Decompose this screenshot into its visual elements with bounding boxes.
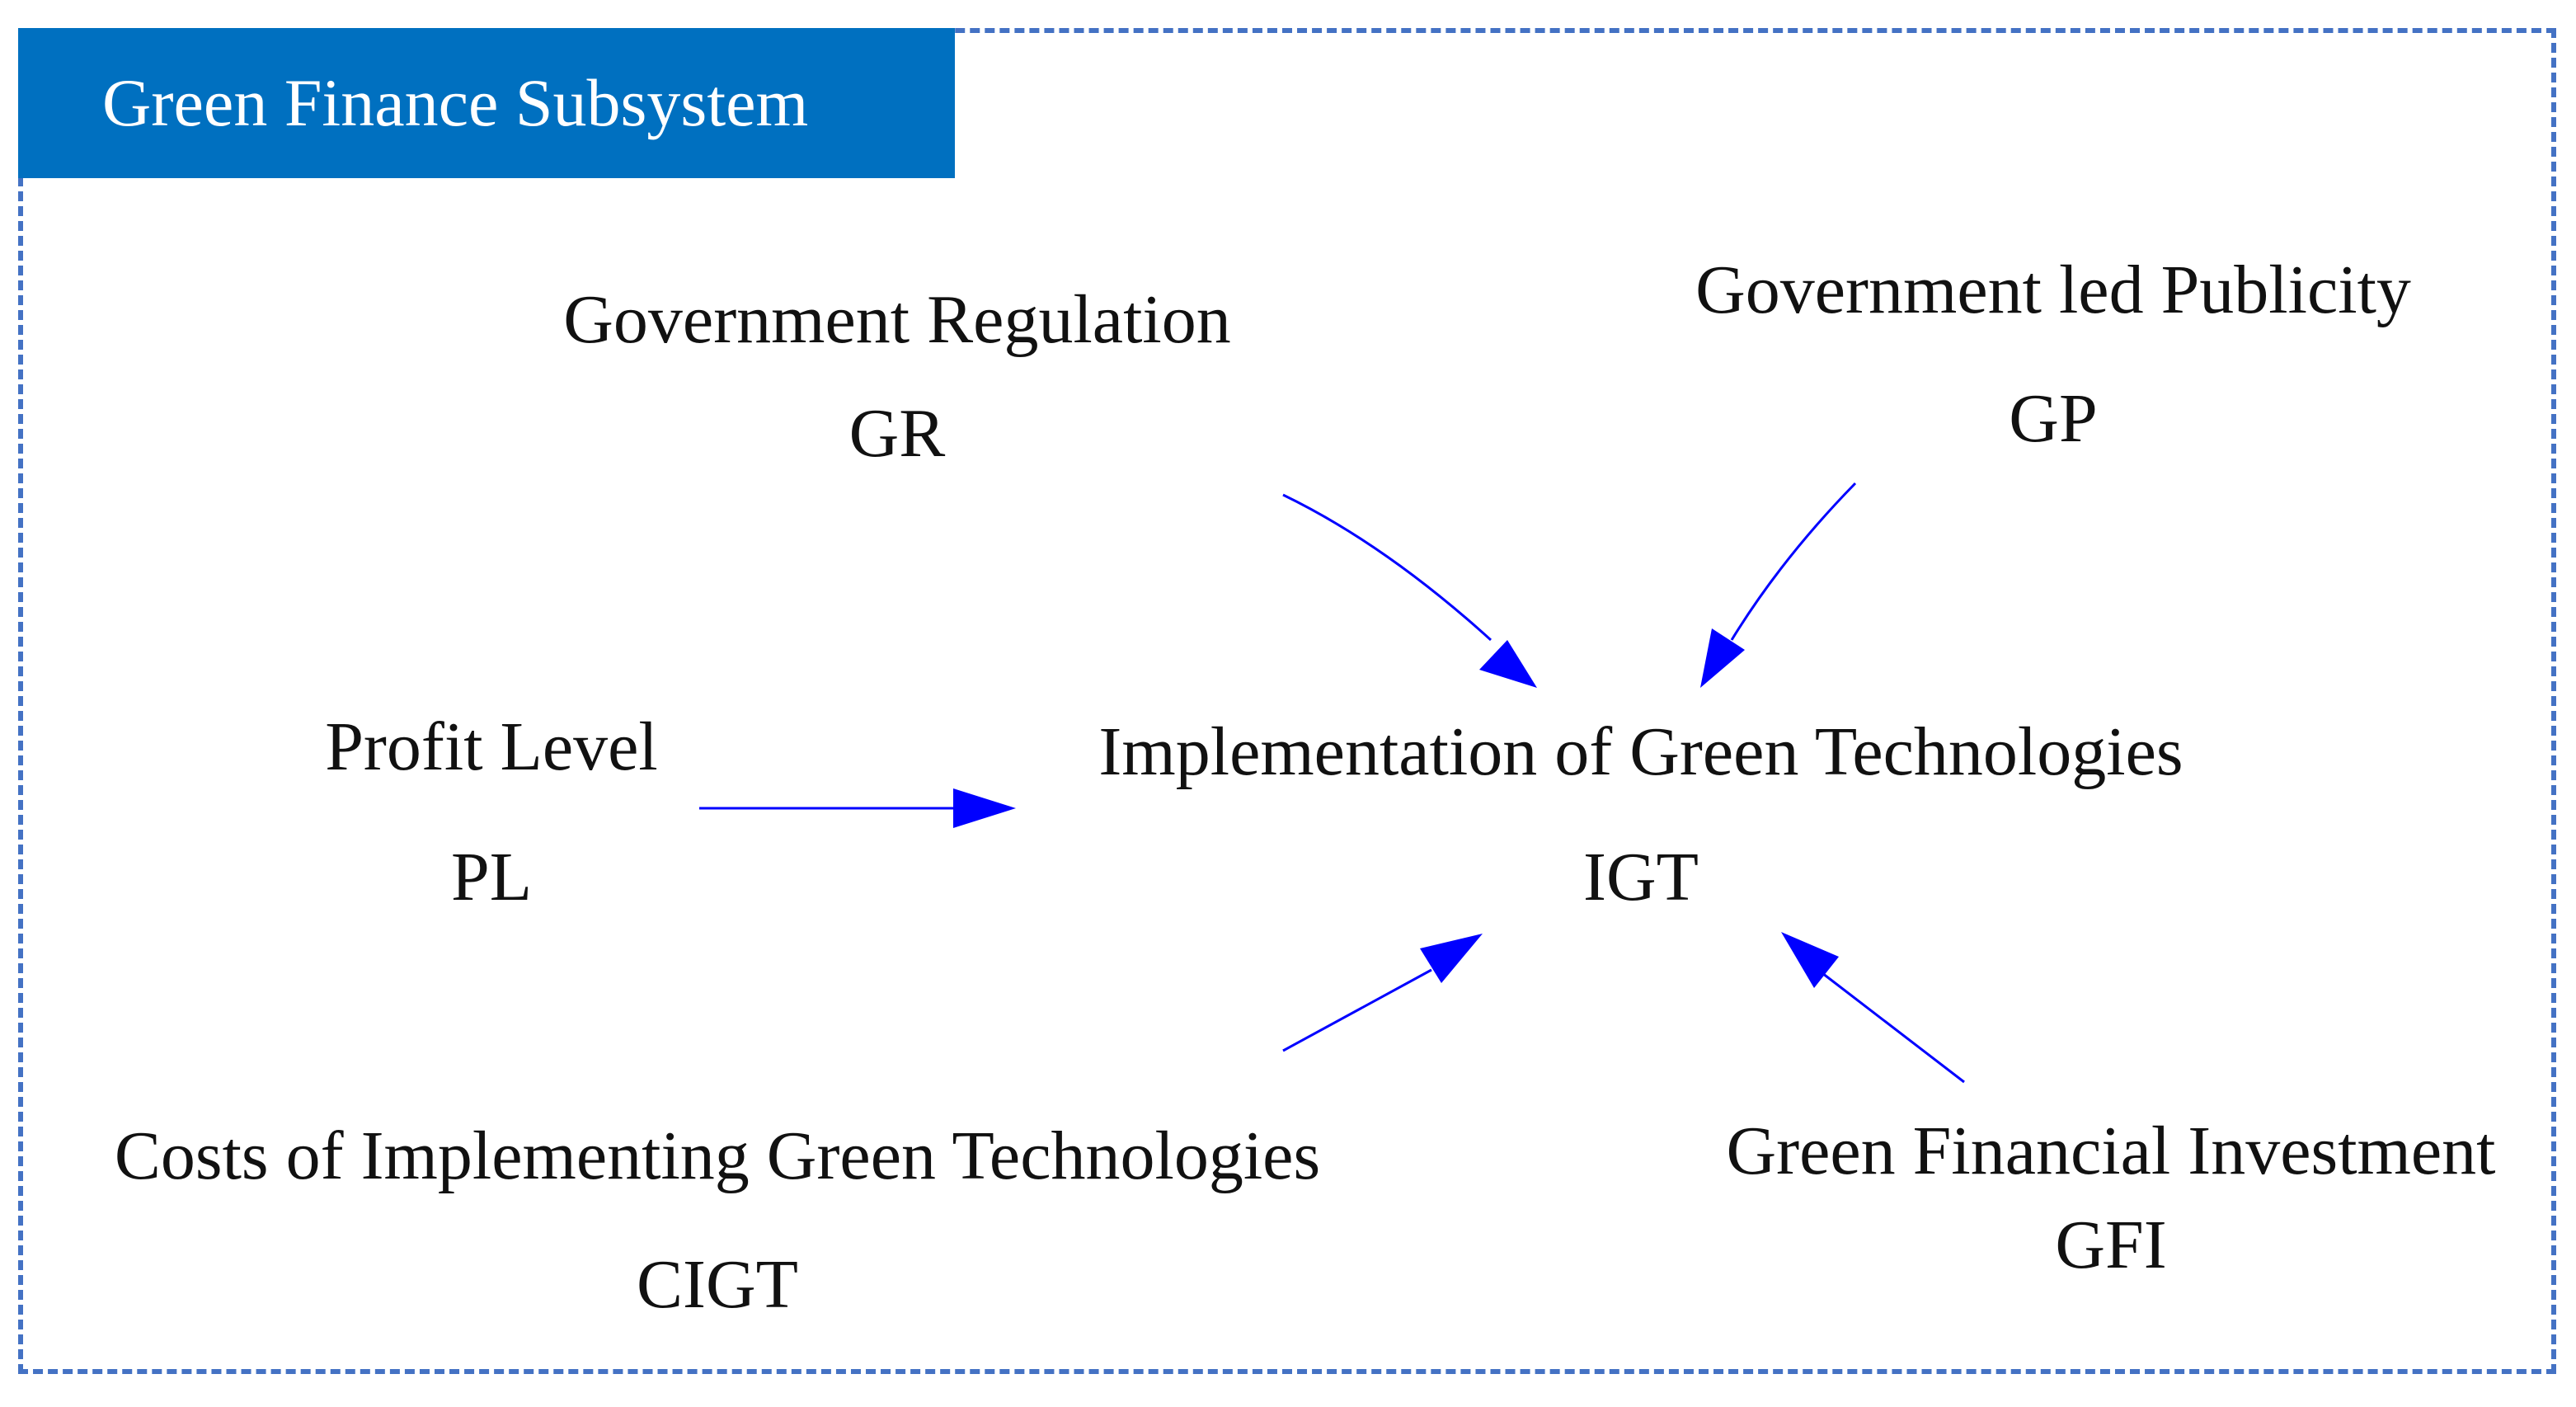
node-profit-level-label: Profit Level — [325, 708, 658, 785]
node-profit-level-abbr: PL — [450, 839, 533, 915]
edge-gp-to-igt — [1700, 482, 1857, 688]
subsystem-frame — [18, 28, 2556, 1374]
node-gfi-label: Green Financial Investment — [1726, 1113, 2496, 1189]
node-cigt-abbr: CIGT — [637, 1246, 798, 1323]
node-government-publicity-abbr: GP — [2009, 380, 2098, 457]
subsystem-title: Green Finance Subsystem — [102, 65, 809, 140]
edge-gr-to-igt — [1282, 493, 1537, 688]
node-government-regulation-abbr: GR — [848, 395, 946, 472]
edge-gfi-to-igt — [1781, 932, 1965, 1084]
node-igt-abbr: IGT — [1583, 839, 1699, 915]
edge-pl-to-igt — [699, 788, 1016, 828]
node-igt-label: Implementation of Green Technologies — [1098, 713, 2183, 790]
node-government-publicity-label: Government led Publicity — [1695, 252, 2411, 328]
node-gfi-abbr: GFI — [2055, 1207, 2167, 1283]
subsystem-title-box: Green Finance Subsystem — [18, 28, 955, 178]
node-government-regulation-label: Government Regulation — [563, 281, 1231, 358]
node-cigt-label: Costs of Implementing Green Technologies — [114, 1118, 1321, 1194]
edge-cigt-to-igt — [1282, 934, 1483, 1052]
